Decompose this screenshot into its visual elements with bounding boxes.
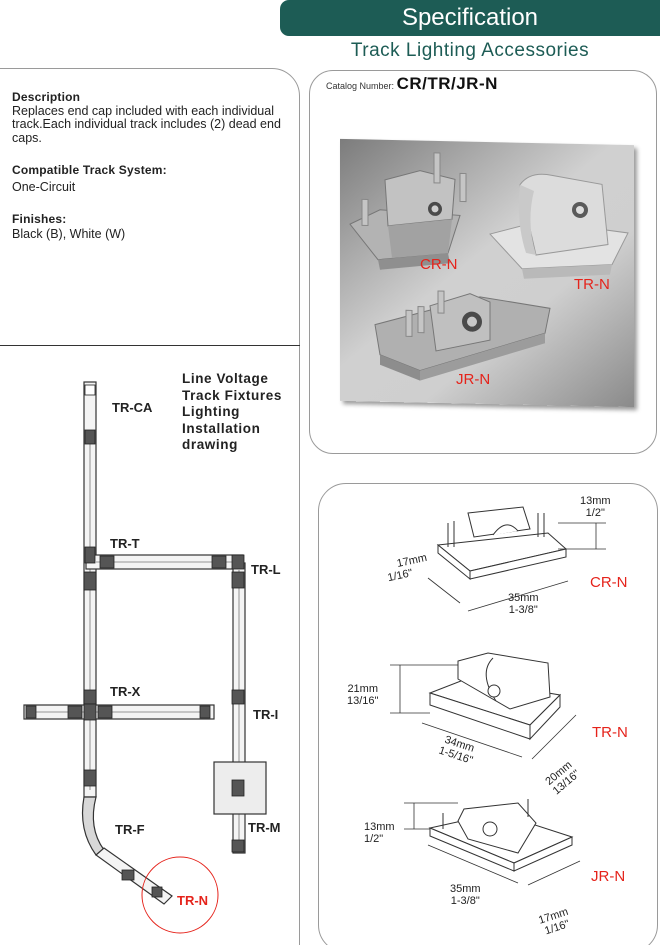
product-photo-art	[349, 152, 629, 381]
flex-connector	[81, 796, 105, 856]
description-block: Description Replaces end cap included wi…	[12, 90, 297, 251]
dim-label-cr-n: CR-N	[590, 574, 628, 591]
spec-header: Specification	[280, 0, 660, 36]
drawing-title-line: Lighting	[182, 404, 241, 419]
label-tr-f: TR-F	[115, 822, 145, 837]
label-tr-m: TR-M	[248, 820, 281, 835]
description-heading: Description	[12, 90, 81, 104]
compat-value: One-Circuit	[12, 179, 76, 194]
label-tr-x: TR-X	[110, 684, 141, 699]
drawing-title-line: drawing	[182, 437, 238, 452]
jr-n-part	[374, 290, 551, 381]
dim-label-tr-n: TR-N	[592, 724, 628, 741]
finish-value: Black (B), White (W)	[12, 226, 126, 241]
drawing-title-line: Installation	[182, 420, 261, 436]
cr-n-drawing	[436, 506, 568, 581]
cr-n-height-in: 1/2"	[585, 507, 605, 519]
label-tr-t: TR-T	[110, 536, 140, 551]
tr-n-highlight-circle	[141, 856, 219, 934]
cr-n-length: 35mm 1-3/8"	[508, 592, 539, 616]
dim-label-jr-n: JR-N	[591, 868, 626, 885]
finish-heading: Finishes:	[12, 212, 67, 226]
cr-n-height: 13mm 1/2"	[580, 495, 611, 519]
cr-n-length-in: 1-3/8"	[508, 604, 538, 616]
description-text: Replaces end cap included with each indi…	[12, 103, 281, 145]
catalog-label: Catalog Number:	[326, 81, 395, 91]
catalog-number: Catalog Number: CR/TR/JR-N	[326, 74, 498, 94]
installation-drawing	[23, 381, 267, 934]
drawing-title-line: Line Voltage	[182, 371, 269, 386]
jr-n-drawing	[428, 799, 574, 872]
jr-n-height: 13mm 1/2"	[364, 821, 395, 845]
compat-heading: Compatible Track System:	[12, 163, 167, 177]
tr-n-drawing	[428, 652, 562, 741]
tr-n-height: 21mm 13/16"	[347, 683, 378, 707]
label-tr-ca: TR-CA	[112, 400, 153, 415]
jr-n-length: 35mm 1-3/8"	[450, 883, 481, 907]
jr-n-length-mm: 35mm	[450, 883, 481, 895]
photo-label-cr-n: CR-N	[420, 256, 458, 273]
jr-n-height-mm: 13mm	[364, 821, 395, 833]
cr-n-height-mm: 13mm	[580, 495, 611, 507]
jr-n-length-in: 1-3/8"	[450, 895, 480, 907]
cr-n-length-mm: 35mm	[508, 592, 539, 604]
label-tr-i: TR-I	[253, 707, 279, 722]
label-tr-n: TR-N	[177, 893, 209, 908]
tr-n-height-mm: 21mm	[347, 683, 378, 695]
tr-n-height-in: 13/16"	[347, 695, 379, 707]
catalog-value: CR/TR/JR-N	[396, 74, 498, 93]
photo-label-jr-n: JR-N	[456, 371, 491, 388]
jr-n-height-in: 1/2"	[364, 833, 384, 845]
dimension-panel	[318, 483, 658, 945]
drawing-title-line: Track Fixtures	[182, 387, 282, 403]
page-subtitle: Track Lighting Accessories	[350, 40, 590, 61]
cr-n-part	[349, 152, 467, 270]
description-panel	[0, 68, 300, 945]
photo-label-tr-n: TR-N	[574, 276, 610, 293]
label-tr-l: TR-L	[251, 562, 281, 577]
dimension-drawings	[390, 506, 606, 886]
drawing-title: Line Voltage Track Fixtures Lighting Ins…	[182, 371, 282, 454]
tr-n-part	[489, 173, 629, 279]
product-photo	[340, 138, 634, 408]
page-title: Specification	[401, 4, 539, 31]
panel-divider	[0, 345, 300, 346]
product-photo-panel	[309, 70, 657, 454]
